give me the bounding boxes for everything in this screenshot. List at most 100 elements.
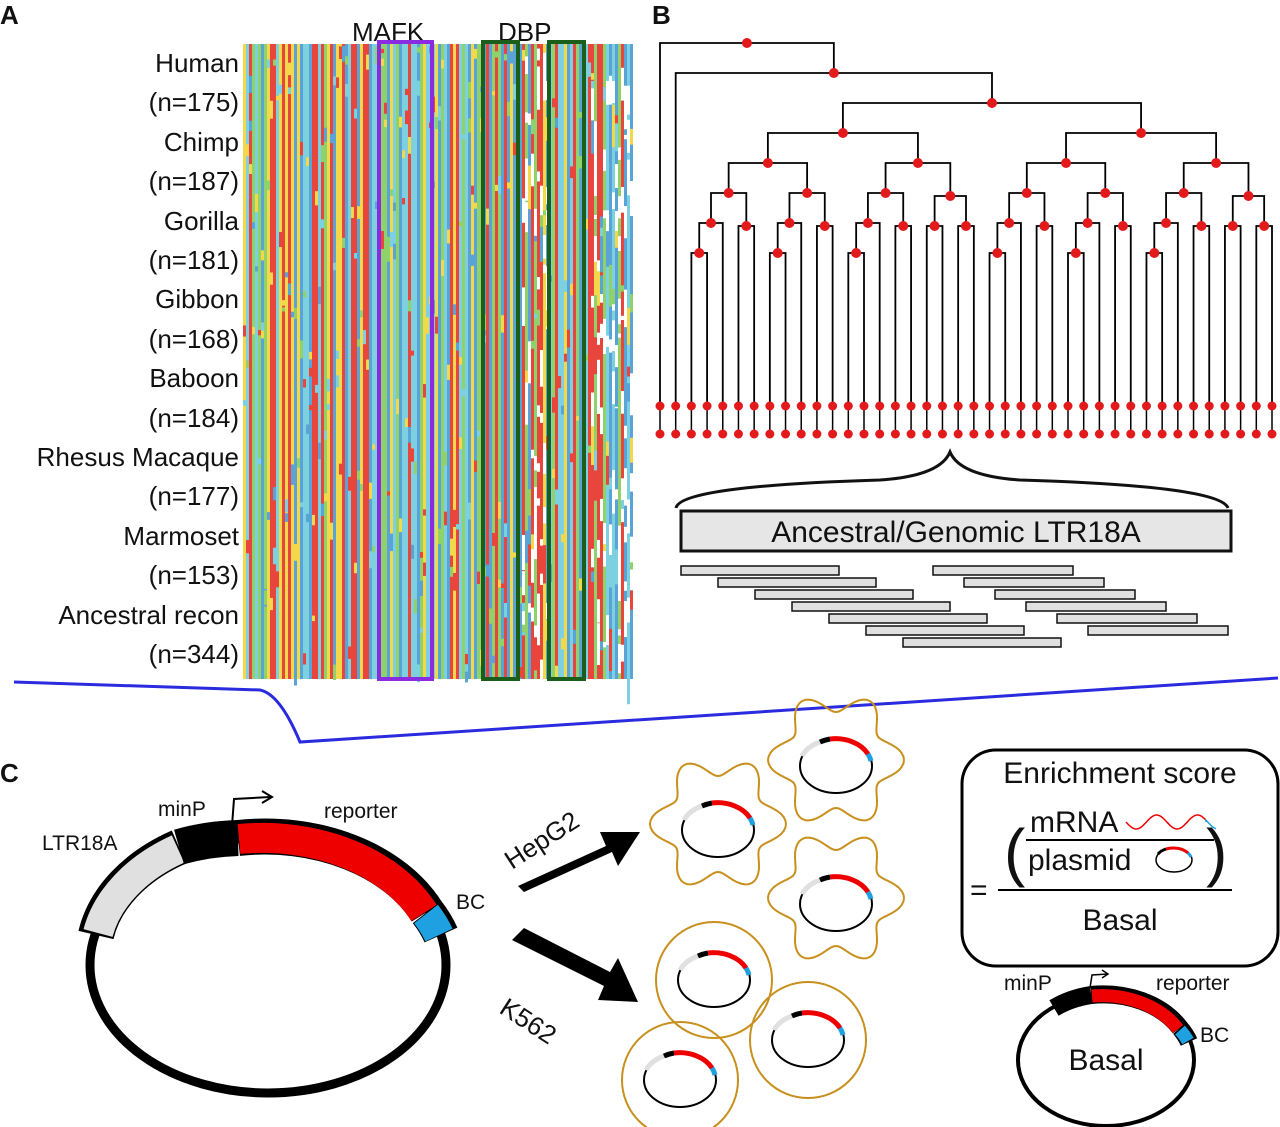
alignment-streak bbox=[357, 206, 360, 219]
alignment-streak bbox=[456, 53, 459, 69]
tree-node bbox=[1173, 401, 1183, 411]
alignment-streak bbox=[402, 150, 405, 159]
plasmid-large bbox=[78, 790, 458, 1098]
alignment-column bbox=[279, 44, 282, 679]
alignment-column bbox=[465, 44, 468, 679]
tree-node bbox=[762, 158, 773, 168]
tree-leaf bbox=[875, 429, 885, 439]
tree-node bbox=[1061, 158, 1072, 168]
tree-node bbox=[1070, 248, 1081, 258]
alignment-streak bbox=[624, 468, 627, 506]
tree-node bbox=[985, 401, 995, 411]
alignment-streak bbox=[438, 634, 441, 648]
tree-node bbox=[1220, 401, 1230, 411]
basal-bc-label: BC bbox=[1200, 1024, 1229, 1047]
alignment-streak bbox=[282, 44, 285, 58]
alignment-streak bbox=[540, 215, 543, 227]
alignment-column bbox=[501, 44, 504, 679]
alignment-streak bbox=[612, 371, 615, 405]
alignment-streak bbox=[243, 400, 246, 406]
alignment-column bbox=[288, 44, 291, 679]
tree-leaf bbox=[1236, 429, 1246, 439]
tree-node bbox=[1016, 401, 1026, 411]
alignment-streak bbox=[540, 517, 543, 559]
alignment-column bbox=[486, 44, 489, 679]
alignment-column bbox=[342, 44, 345, 679]
alignment-column bbox=[282, 44, 285, 679]
alignment-streak bbox=[591, 571, 594, 583]
alignment-column bbox=[510, 44, 513, 679]
tree-node bbox=[671, 401, 681, 411]
alignment-streak bbox=[426, 437, 429, 444]
tree-leaf bbox=[765, 429, 775, 439]
alignment-streak bbox=[525, 162, 528, 201]
alignment-streak bbox=[606, 335, 609, 347]
alignment-streak bbox=[585, 240, 588, 251]
alignment-streak bbox=[294, 672, 297, 686]
alignment-streak bbox=[279, 231, 282, 248]
alignment-column bbox=[300, 44, 303, 679]
alignment-streak bbox=[396, 398, 399, 415]
alignment-streak bbox=[294, 307, 297, 319]
alignment-streak bbox=[600, 275, 603, 301]
alignment-streak bbox=[525, 376, 528, 420]
alignment-streak bbox=[399, 116, 402, 128]
alignment-streak bbox=[354, 252, 357, 259]
alignment-streak bbox=[489, 190, 492, 202]
alignment-streak bbox=[600, 498, 603, 522]
alignment-column bbox=[570, 44, 573, 679]
dbp-highlight-box bbox=[481, 40, 520, 681]
alignment-streak bbox=[615, 345, 618, 368]
alignment-streak bbox=[420, 551, 423, 558]
species-count: (n=187) bbox=[149, 166, 239, 196]
alignment-column bbox=[627, 44, 630, 679]
alignment-streak bbox=[441, 59, 444, 69]
cell-plasmid bbox=[643, 1050, 718, 1108]
alignment-streak bbox=[624, 601, 627, 637]
alignment-streak bbox=[450, 566, 453, 577]
close-paren: ) bbox=[1206, 816, 1227, 888]
alignment-streak bbox=[597, 359, 600, 391]
alignment-column bbox=[438, 44, 441, 679]
alignment-streak bbox=[447, 364, 450, 380]
tree-branch bbox=[1192, 225, 1211, 406]
alignment-streak bbox=[333, 262, 336, 271]
alignment-streak bbox=[534, 636, 537, 671]
transfection-arrows bbox=[512, 832, 640, 1002]
alignment-streak bbox=[309, 351, 312, 360]
alignment-streak bbox=[609, 554, 612, 588]
alignment-streak bbox=[609, 339, 612, 346]
dbp-highlight-box-2 bbox=[547, 40, 586, 681]
alignment-column bbox=[324, 44, 327, 679]
alignment-streak bbox=[519, 110, 522, 122]
alignment-column bbox=[453, 44, 456, 679]
tree-node bbox=[706, 218, 716, 228]
tree-leaf bbox=[1110, 429, 1120, 439]
alignment-streak bbox=[564, 117, 567, 128]
alignment-streak bbox=[543, 652, 546, 671]
promoter-arrow-icon bbox=[231, 796, 271, 827]
alignment-streak bbox=[405, 418, 408, 427]
alignment-streak bbox=[297, 458, 300, 468]
alignment-streak bbox=[570, 283, 573, 296]
alignment-column bbox=[258, 44, 261, 679]
mini-plasmid-icon bbox=[1155, 846, 1193, 873]
alignment-streak bbox=[606, 617, 609, 628]
alignment-streak bbox=[366, 489, 369, 504]
tree-node bbox=[986, 98, 997, 108]
alignment-streak bbox=[576, 119, 579, 133]
tree-node bbox=[1227, 221, 1238, 231]
alignment-streak bbox=[630, 569, 633, 591]
alignment-streak bbox=[453, 572, 456, 591]
alignment-streak bbox=[543, 507, 546, 524]
alignment-streak bbox=[543, 57, 546, 101]
tree-branch bbox=[768, 252, 787, 406]
tree-node bbox=[945, 191, 956, 201]
alignment-column bbox=[426, 44, 429, 679]
alignment-column bbox=[474, 44, 477, 679]
alignment-streak bbox=[630, 473, 633, 492]
alignment-streak bbox=[618, 333, 621, 338]
alignment-streak bbox=[543, 52, 546, 59]
basal-reporter bbox=[1091, 989, 1184, 1034]
arrow-up-icon bbox=[518, 832, 640, 892]
